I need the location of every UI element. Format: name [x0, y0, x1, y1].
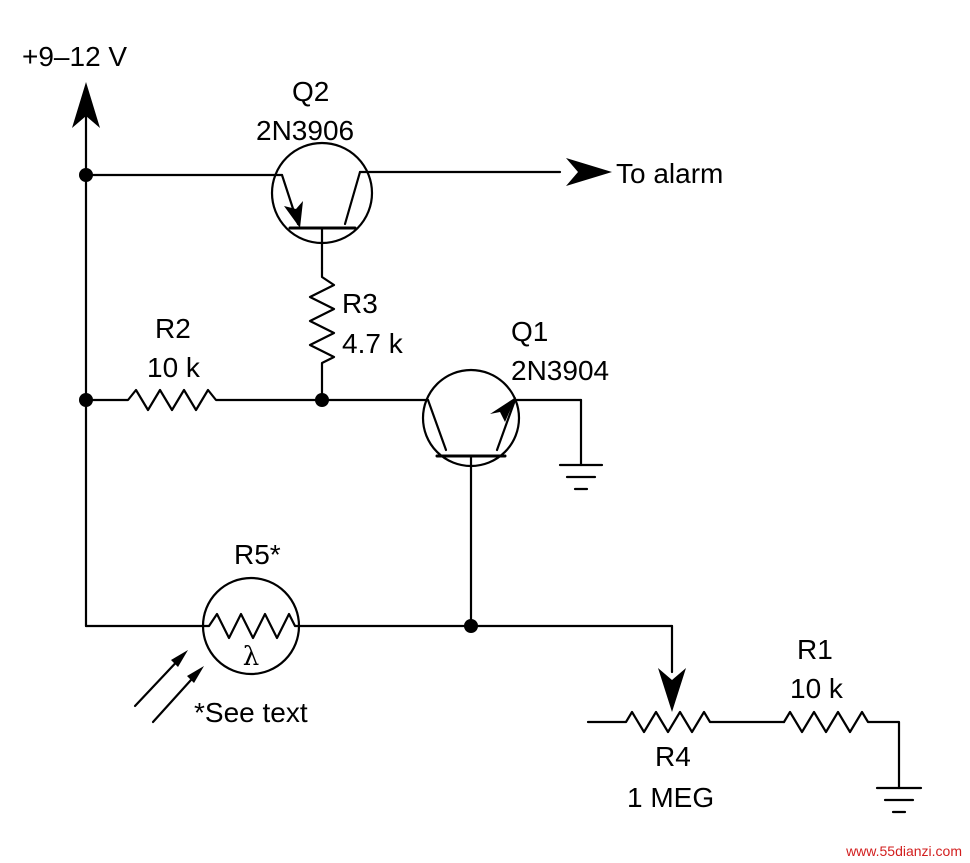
light-arrows-icon — [133, 650, 204, 724]
r4-value-label: 1 MEG — [627, 782, 714, 813]
supply-rail — [72, 82, 100, 628]
r5-note-label: *See text — [194, 697, 308, 728]
output-arrow-icon — [566, 158, 612, 186]
r2-value-label: 10 k — [147, 352, 201, 383]
resistor-r1 — [782, 710, 901, 790]
resistor-r2 — [84, 388, 324, 412]
r3-ref-label: R3 — [342, 288, 378, 319]
supply-voltage-label: +9–12 V — [22, 41, 127, 72]
output-label: To alarm — [616, 158, 723, 189]
wiper-wire — [469, 624, 686, 712]
r5-lambda-symbol: λ — [243, 642, 259, 672]
pot-wiper-arrow-icon — [658, 668, 686, 712]
q2-emitter-arrow-icon — [284, 201, 303, 228]
transistor-q2 — [84, 141, 562, 270]
q2-part-label: 2N3906 — [256, 115, 354, 146]
potentiometer-r4 — [586, 710, 786, 734]
ground-q1-icon — [558, 463, 604, 491]
r4-ref-label: R4 — [655, 741, 691, 772]
r2-ref-label: R2 — [155, 313, 191, 344]
r3-value-label: 4.7 k — [342, 328, 404, 359]
transistor-q1 — [320, 368, 583, 628]
r5-ref-label: R5* — [234, 539, 281, 570]
resistor-r3 — [308, 266, 336, 402]
q1-emitter-arrow-icon — [490, 397, 516, 422]
r1-value-label: 10 k — [790, 673, 844, 704]
supply-arrow-icon — [72, 82, 100, 128]
ground-r1-icon — [875, 786, 923, 814]
q1-ref-label: Q1 — [511, 316, 548, 347]
watermark-text: www.55dianzi.com — [845, 843, 962, 859]
q2-ref-label: Q2 — [292, 76, 329, 107]
q1-part-label: 2N3904 — [511, 355, 609, 386]
photoresistor-r5: λ — [84, 576, 473, 676]
r1-ref-label: R1 — [797, 634, 833, 665]
